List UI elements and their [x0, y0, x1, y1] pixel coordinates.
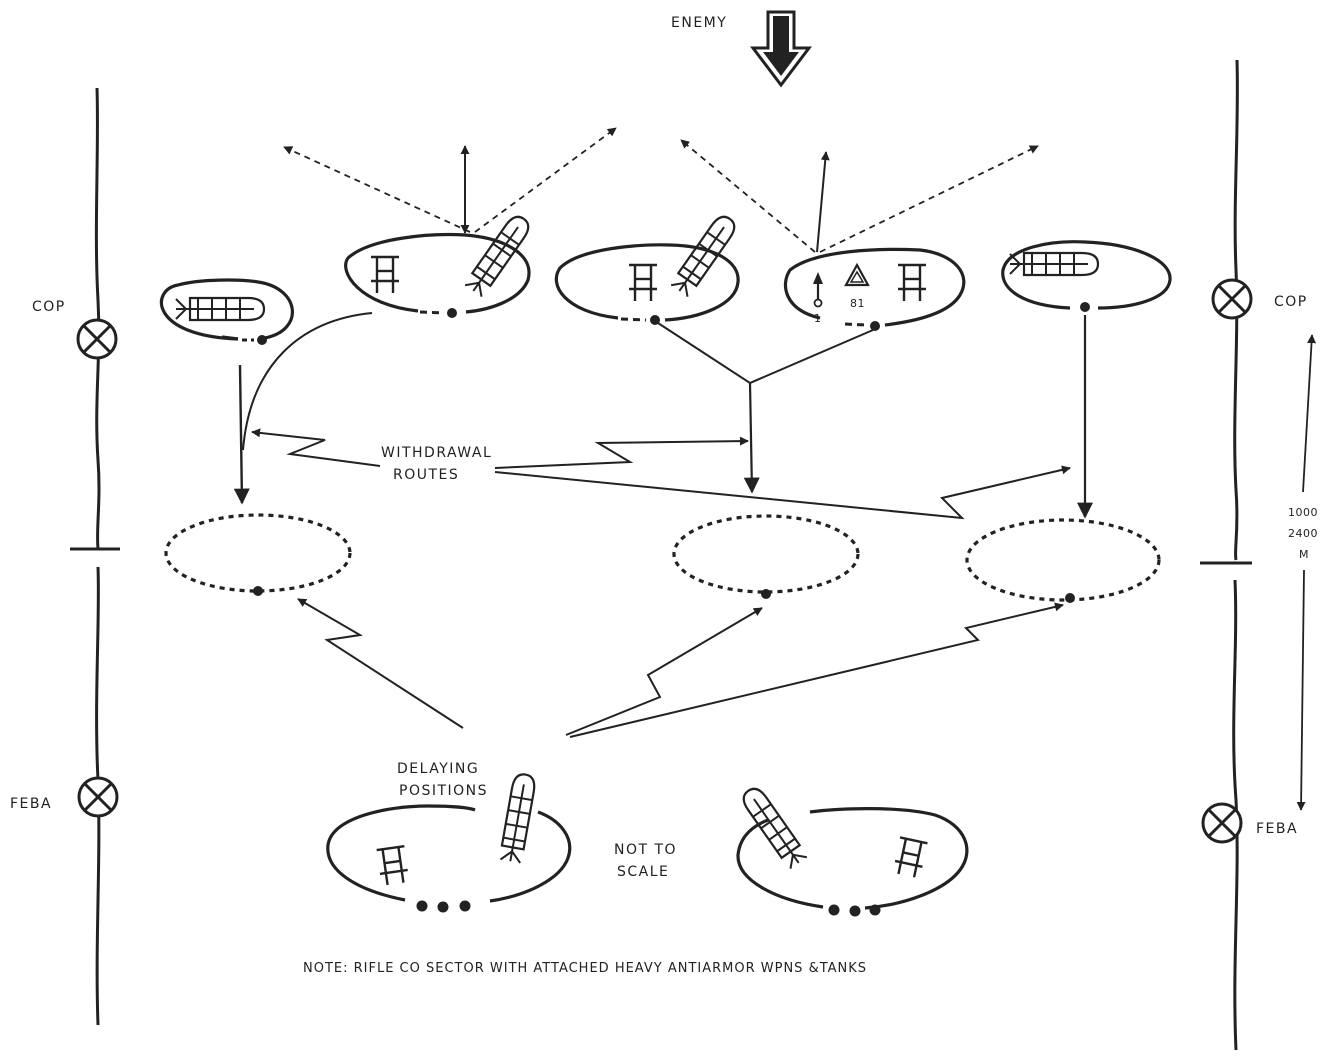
alternate-position	[965, 518, 1161, 603]
delaying-route-line	[565, 607, 763, 736]
right-boundary-line	[1232, 59, 1239, 1051]
fire-direction-dashed	[283, 146, 471, 233]
distance-arrow-down	[1296, 569, 1306, 811]
withdrawal-curve	[242, 312, 373, 451]
antiarmor-weapon-icon	[369, 255, 401, 295]
delaying-label-2: POSITIONS	[399, 783, 488, 799]
delaying-route-line	[297, 598, 464, 729]
mortar-icon: 81	[844, 262, 870, 310]
diagram-note: NOTE: RIFLE CO SECTOR WITH ATTACHED HEAV…	[303, 961, 867, 976]
delaying-route-line	[569, 602, 1064, 738]
fire-direction-dashed	[819, 145, 1039, 253]
svg-text:1: 1	[814, 312, 822, 325]
withdrawal-route-line	[494, 436, 749, 469]
platoon-position	[344, 211, 534, 318]
delaying-position	[736, 783, 969, 917]
fire-direction-dashed	[680, 139, 816, 253]
tank-icon	[1008, 251, 1100, 277]
not-to-scale-2: SCALE	[617, 864, 669, 880]
not-to-scale-1: NOT TO	[614, 842, 677, 858]
alternate-position	[164, 513, 352, 596]
withdrawal-label-1: WITHDRAWAL	[381, 445, 492, 461]
antiarmor-weapon-icon	[891, 836, 929, 880]
tank-icon	[174, 296, 266, 322]
distance-arrow-up	[1302, 334, 1317, 493]
delaying-label-1: DELAYING	[397, 761, 479, 777]
withdrawal-route-line	[494, 465, 1071, 520]
platoon-position	[554, 211, 740, 325]
cop-right-label: COP	[1274, 294, 1308, 310]
withdrawal-route-line	[251, 428, 381, 467]
tank-icon	[738, 783, 809, 871]
alternate-position	[672, 514, 860, 599]
withdrawal-label-2: ROUTES	[393, 467, 459, 483]
observation-post-icon	[77, 776, 119, 818]
distance-value-1: 1000	[1288, 506, 1318, 519]
tank-icon	[669, 211, 740, 299]
platoon-position	[159, 278, 294, 345]
feba-left-label: FEBA	[10, 796, 52, 812]
observation-post-icon	[76, 318, 118, 360]
delaying-position	[326, 771, 572, 913]
withdrawal-arrow	[233, 364, 250, 505]
svg-text:81: 81	[850, 297, 865, 310]
left-boundary-line	[94, 87, 101, 1026]
enemy-label: ENEMY	[671, 15, 727, 31]
fire-direction-solid	[816, 151, 830, 253]
distance-value-2: 2400	[1288, 527, 1318, 540]
machine-gun-icon: 1	[813, 272, 823, 325]
observation-post-icon	[1211, 278, 1253, 320]
platoon-position: 81 1	[783, 247, 966, 331]
withdrawal-junction	[657, 322, 874, 385]
withdrawal-arrow	[743, 382, 760, 494]
tank-icon	[498, 771, 538, 865]
observation-post-icon	[1201, 802, 1243, 844]
antiarmor-weapon-icon	[896, 263, 928, 303]
feba-right-label: FEBA	[1256, 821, 1298, 837]
platoon-position	[1001, 240, 1172, 312]
fire-direction-dashed	[474, 127, 617, 233]
antiarmor-weapon-icon	[375, 845, 411, 887]
distance-unit: M	[1299, 548, 1309, 561]
antiarmor-weapon-icon	[627, 263, 659, 303]
cop-left-label: COP	[32, 299, 66, 315]
